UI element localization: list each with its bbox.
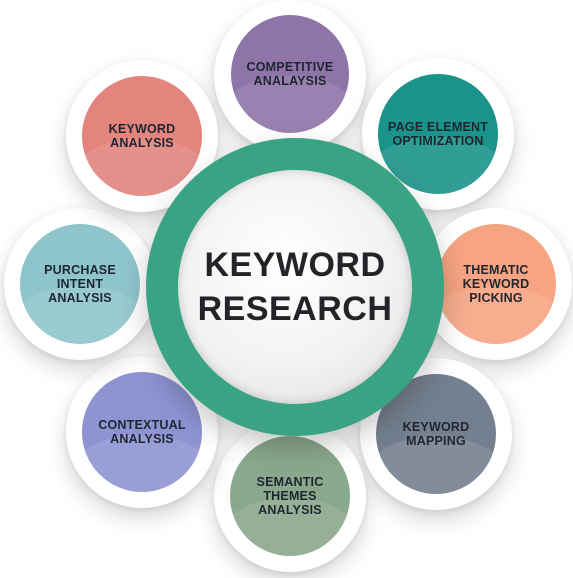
satellite-disc: COMPETITIVE ANALAYSIS: [231, 15, 349, 133]
center-title-line: KEYWORD: [204, 246, 386, 284]
label-line: PURCHASE: [44, 263, 116, 277]
satellite-label: KEYWORD ANALYSIS: [109, 122, 176, 150]
label-line: OPTIMIZATION: [392, 134, 484, 148]
center-title-line: RESEARCH: [197, 290, 393, 328]
satellite-disc: KEYWORD ANALYSIS: [82, 76, 202, 196]
label-line: PICKING: [469, 291, 523, 305]
satellite-label: SEMANTIC THEMES ANALYSIS: [257, 475, 324, 517]
label-line: KEYWORD: [108, 122, 176, 136]
satellite-disc: CONTEXTUAL ANALYSIS: [82, 372, 202, 492]
satellite-label: KEYWORD MAPPING: [403, 420, 470, 448]
label-line: ANALYSIS: [258, 503, 322, 517]
satellite-label: COMPETITIVE ANALAYSIS: [247, 60, 334, 88]
center-disc: KEYWORD RESEARCH: [178, 170, 412, 404]
label-line: THEMES: [263, 489, 317, 503]
label-line: ANALAYSIS: [253, 74, 327, 88]
label-line: ANALYSIS: [110, 432, 174, 446]
satellite-disc: SEMANTIC THEMES ANALYSIS: [230, 436, 350, 556]
satellite-disc: THEMATIC KEYWORD PICKING: [436, 224, 556, 344]
label-line: CONTEXTUAL: [98, 418, 186, 432]
satellite-semantic-themes-analysis: SEMANTIC THEMES ANALYSIS: [214, 420, 366, 572]
label-line: INTENT: [56, 277, 104, 291]
satellite-competitive-analysis: COMPETITIVE ANALAYSIS: [214, 0, 366, 152]
satellite-disc: PURCHASE INTENT ANALYSIS: [20, 224, 140, 344]
satellite-thematic-keyword-picking: THEMATIC KEYWORD PICKING: [420, 208, 572, 360]
label-line: ANALYSIS: [48, 291, 112, 305]
label-line: COMPETITIVE: [246, 60, 334, 74]
label-line: MAPPING: [406, 434, 466, 448]
satellite-purchase-intent-analysis: PURCHASE INTENT ANALYSIS: [4, 208, 156, 360]
label-line: KEYWORD: [462, 277, 530, 291]
center-title: KEYWORD RESEARCH: [198, 243, 393, 331]
label-line: ANALYSIS: [110, 136, 174, 150]
satellite-label: CONTEXTUAL ANALYSIS: [98, 418, 185, 446]
satellite-label: PAGE ELEMENT OPTIMIZATION: [388, 120, 488, 148]
center-ring: KEYWORD RESEARCH: [146, 138, 444, 436]
label-line: THEMATIC: [463, 263, 529, 277]
satellite-label: THEMATIC KEYWORD PICKING: [463, 263, 530, 305]
label-line: KEYWORD: [402, 420, 470, 434]
label-line: SEMANTIC: [256, 475, 324, 489]
label-line: PAGE ELEMENT: [387, 120, 489, 134]
satellite-label: PURCHASE INTENT ANALYSIS: [44, 263, 116, 305]
satellite-disc: PAGE ELEMENT OPTIMIZATION: [378, 74, 498, 194]
